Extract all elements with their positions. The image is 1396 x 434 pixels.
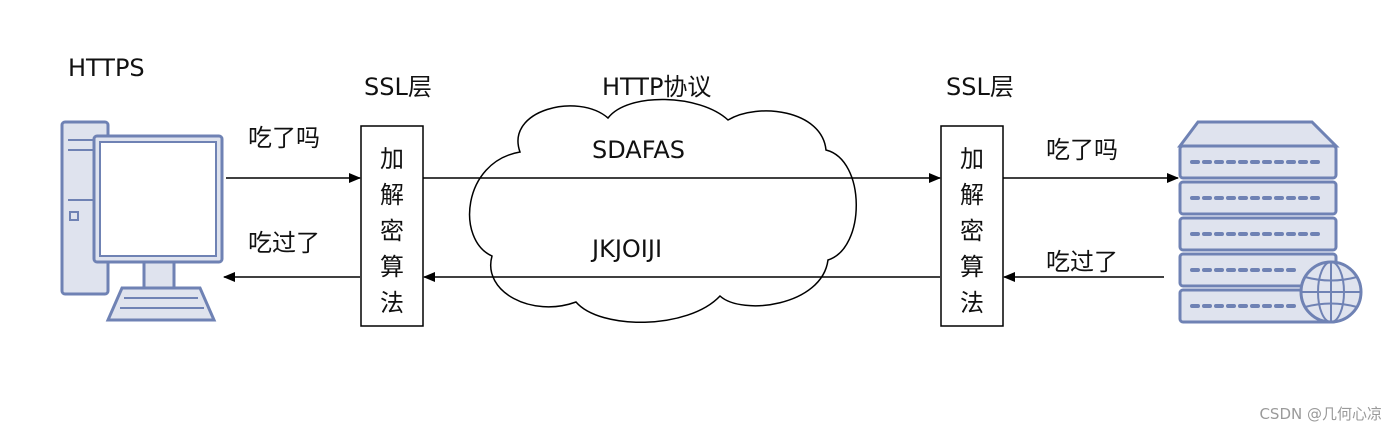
client-ssl-char: 加 — [380, 145, 404, 173]
server-request-label: 吃了吗 — [1046, 136, 1118, 164]
server-response-label: 吃过了 — [1046, 248, 1118, 276]
server-ssl-char: 密 — [960, 217, 984, 245]
cloud-label: HTTP协议 — [602, 73, 711, 101]
server-ssl-char: 算 — [960, 253, 984, 281]
desktop-computer-icon — [60, 120, 224, 322]
client-ssl-char: 法 — [380, 289, 404, 317]
client-ssl-header: SSL层 — [364, 73, 432, 101]
server-with-globe-icon — [1177, 120, 1363, 324]
watermark: CSDN @几何心凉 — [1259, 405, 1382, 423]
server-ssl-char: 法 — [960, 289, 984, 317]
client-ssl-char: 算 — [380, 253, 404, 281]
encrypted-response-label: JKJOIJI — [590, 235, 662, 263]
client-ssl-char: 解 — [380, 181, 404, 209]
http-protocol-cloud — [468, 98, 857, 323]
diagram-title: HTTPS — [68, 54, 145, 82]
client-ssl-box — [360, 125, 424, 327]
server-ssl-box — [940, 125, 1004, 327]
globe-icon — [1299, 260, 1363, 324]
encrypted-request-label: SDAFAS — [592, 136, 685, 164]
client-ssl-char: 密 — [380, 217, 404, 245]
server-ssl-char: 解 — [960, 181, 984, 209]
server-ssl-header: SSL层 — [946, 73, 1014, 101]
server-ssl-char: 加 — [960, 145, 984, 173]
client-response-label: 吃过了 — [248, 229, 320, 257]
client-request-label: 吃了吗 — [248, 124, 320, 152]
